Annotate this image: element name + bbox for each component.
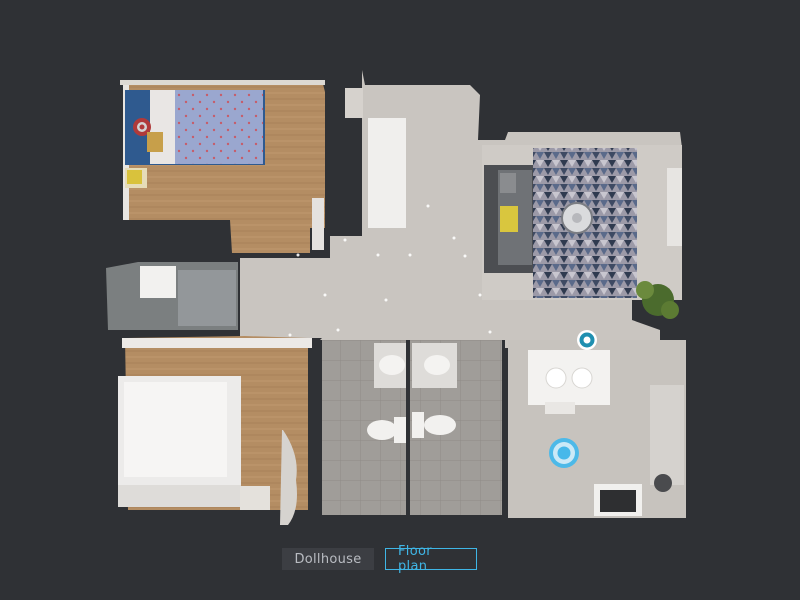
coffee-table xyxy=(561,202,593,234)
toilet-left xyxy=(367,420,397,440)
floor-plan-button[interactable]: Floor plan xyxy=(385,544,477,574)
bed-top-left xyxy=(125,90,265,165)
sweep-marker-dining[interactable] xyxy=(577,330,597,350)
bed-bottom-left xyxy=(118,376,241,507)
room-living[interactable] xyxy=(482,145,682,319)
room-bathroom-right[interactable] xyxy=(410,340,502,515)
room-kitchen-dining[interactable] xyxy=(508,340,686,518)
room-laundry[interactable] xyxy=(106,262,238,330)
view-mode-toggle: Dollhouse Floor plan xyxy=(282,544,477,574)
sofa xyxy=(484,165,534,273)
room-bathroom-left[interactable] xyxy=(322,340,406,515)
dining-table xyxy=(528,350,610,414)
room-bedroom-top-left[interactable] xyxy=(120,80,325,253)
hall-cabinet xyxy=(368,118,406,228)
dollhouse-button[interactable]: Dollhouse xyxy=(282,548,374,570)
toilet-right xyxy=(424,415,456,435)
plant xyxy=(636,281,679,319)
current-position-marker[interactable] xyxy=(549,438,579,468)
room-bedroom-bottom-left[interactable] xyxy=(118,336,312,525)
